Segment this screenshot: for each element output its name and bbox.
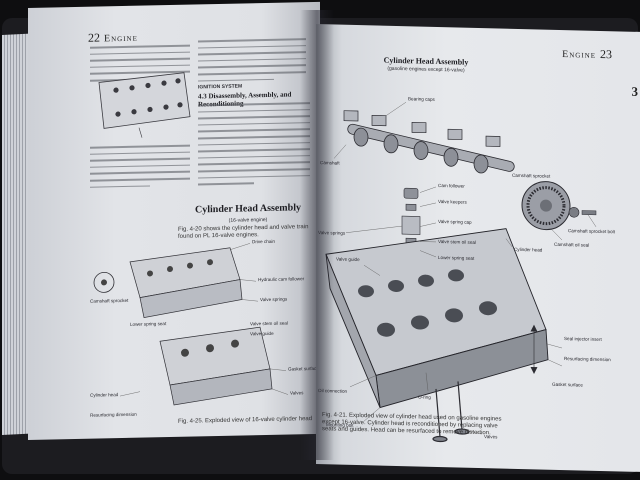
callout-cam-follower: Hydraulic cam follower bbox=[258, 276, 305, 282]
right-page: Engine 23 3 Cylinder Head Assembly (gaso… bbox=[316, 24, 640, 472]
callout-cylinder-head: Cylinder head bbox=[90, 392, 119, 398]
callout-valve-spring-cap: Valve spring cap bbox=[438, 219, 472, 225]
right-running-head: Engine bbox=[562, 49, 596, 61]
callout-lower-spring-seat: Lower spring seat bbox=[438, 255, 475, 261]
callout-resurfacing-dimension: Resurfacing dimension bbox=[564, 356, 611, 362]
callout-seal-injector-insert: Seal injector insert bbox=[564, 336, 603, 342]
callout-cylinder-head: Cylinder head bbox=[514, 247, 543, 253]
left-running-head: Engine bbox=[104, 32, 138, 45]
callout-o-ring: O-ring bbox=[418, 394, 431, 399]
head-gasket-sketch bbox=[98, 72, 191, 138]
callout-valve-stem-seal: Valve stem oil seal bbox=[438, 239, 476, 245]
callout-valves: Valves bbox=[484, 434, 498, 439]
callout-valve-keepers: Valve keepers bbox=[438, 199, 467, 205]
left-figure-caption-bottom: Fig. 4-25. Exploded view of 16-valve cyl… bbox=[178, 416, 313, 425]
callout-lower-spring-seat: Lower spring seat bbox=[130, 321, 167, 327]
callout-cam-follower: Cam follower bbox=[438, 183, 465, 189]
left-section-text bbox=[198, 102, 310, 190]
left-page: 22 Engine IGNITION SYSTEM 4.3 Disassembl… bbox=[28, 1, 320, 440]
callout-valve-guide: Valve guide bbox=[250, 331, 274, 337]
callout-camshaft-sprocket: Camshaft sprocket bbox=[512, 173, 551, 179]
left-page-number: 22 bbox=[88, 30, 100, 45]
right-figure-caption: Fig. 4-21. Exploded view of cylinder hea… bbox=[322, 412, 502, 437]
callout-valve-springs: Valve springs bbox=[260, 297, 288, 303]
callout-mounting-bolt: Mounting bolt bbox=[326, 422, 354, 428]
procedure-label: IGNITION SYSTEM bbox=[198, 83, 243, 91]
right-page-number: 23 bbox=[600, 46, 612, 62]
callout-sprocket-bolt: Camshaft sprocket bolt bbox=[568, 228, 616, 234]
book-gutter bbox=[300, 10, 334, 460]
cylinder-head-exploded-drawing: Bearing caps Camshaft Cam follower Valve… bbox=[318, 96, 616, 443]
left-page-header: 22 Engine bbox=[88, 28, 138, 47]
callout-camshaft-sprocket: Camshaft sprocket bbox=[90, 298, 129, 304]
callout-drive-chain: Drive chain bbox=[252, 239, 275, 244]
callout-bearing-caps: Bearing caps bbox=[408, 96, 436, 102]
right-page-header: Engine 23 bbox=[562, 44, 612, 63]
callout-valve-guide: Valve guide bbox=[336, 256, 360, 262]
callout-valves: Valves bbox=[290, 390, 304, 395]
callout-valve-stem-seal: Valve stem oil seal bbox=[250, 321, 288, 327]
callout-camshaft-oil-seal: Camshaft oil seal bbox=[554, 242, 589, 248]
left-col2-text-block bbox=[198, 38, 306, 86]
callout-gasket-surface: Gasket surface bbox=[552, 382, 583, 388]
sixteen-valve-head-drawing: Drive chain Hydraulic cam follower Valve… bbox=[90, 239, 319, 418]
left-subheading: Cylinder Head Assembly bbox=[195, 202, 301, 216]
callout-resurfacing: Resurfacing dimension bbox=[90, 412, 137, 418]
left-note-block bbox=[90, 144, 190, 193]
